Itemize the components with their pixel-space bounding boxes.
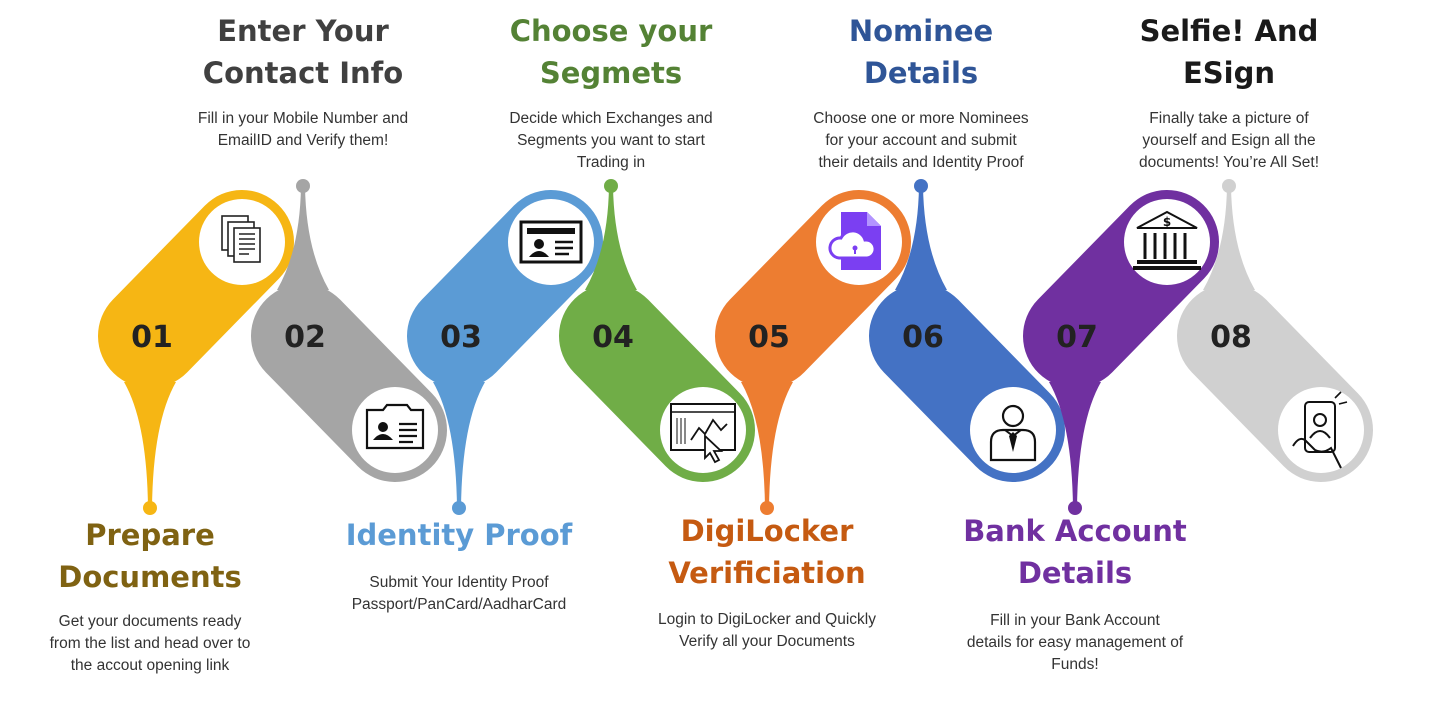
step-tail-dot — [760, 501, 774, 515]
step-tail-dot — [1222, 179, 1236, 193]
step-description-line: Passport/PanCard/AadharCard — [351, 596, 567, 613]
step-description-line: Fill in your Mobile Number and — [197, 110, 409, 127]
step-description-line: Segments you want to start — [517, 132, 705, 149]
step-03: 03 — [407, 190, 603, 515]
step-title-line: Nominee — [848, 14, 994, 48]
step-description-line: Get your documents ready — [58, 613, 242, 630]
step-title-line: Details — [863, 56, 979, 90]
step-tail — [433, 382, 485, 508]
step-tail-dot — [1068, 501, 1082, 515]
step-description-line: Trading in — [576, 154, 646, 171]
step-description-line: from the list and head over to — [49, 635, 251, 652]
step-description-line: Verify all your Documents — [679, 633, 855, 650]
step-tail-dot — [604, 179, 618, 193]
step-description: Get your documents ready from the list an… — [20, 611, 280, 677]
step-02: 02 — [251, 179, 447, 482]
step-07: 07 — [1023, 190, 1219, 515]
step-description-line: Login to DigiLocker and Quickly — [658, 611, 876, 628]
step-title-line: Identity Proof — [345, 518, 573, 552]
step-description-line: Funds! — [1051, 656, 1099, 673]
step-title-line: Enter Your — [217, 14, 389, 48]
step-tail-dot — [296, 179, 310, 193]
step-title-line: Selfie! And — [1139, 14, 1319, 48]
step-06: 06 — [869, 179, 1065, 482]
step-title-line: DigiLocker — [680, 514, 854, 548]
step-tail-dot — [143, 501, 157, 515]
documents-icon — [221, 215, 261, 263]
step-title-line: Contact Info — [202, 56, 404, 90]
step-description: Choose one or more Nominees for your acco… — [791, 108, 1051, 174]
step-tail — [277, 186, 329, 290]
step-tail — [124, 382, 176, 508]
step-description-line: Finally take a picture of — [1149, 110, 1309, 127]
step-description-line: Choose one or more Nominees — [813, 110, 1029, 127]
step-title-line: Verificiation — [668, 556, 866, 590]
step-tail — [585, 186, 637, 290]
step-title-line: Documents — [58, 560, 242, 594]
step-description-line: documents! You’re All Set! — [1138, 154, 1320, 171]
step-description: Finally take a picture of yourself and Es… — [1099, 108, 1359, 174]
step-tail-dot — [452, 501, 466, 515]
step-description-line: Decide which Exchanges and — [509, 110, 713, 127]
step-01: 01 — [98, 190, 294, 515]
step-title-line: Bank Account — [963, 514, 1187, 548]
step-description: Fill in your Bank Account details for eas… — [945, 610, 1205, 676]
step-number: 04 — [592, 320, 634, 355]
step-description-line: Fill in your Bank Account — [990, 612, 1160, 629]
step-tail — [1203, 186, 1255, 290]
step-tail — [1049, 382, 1101, 508]
step-number: 07 — [1056, 320, 1098, 355]
step-tail — [741, 382, 793, 508]
step-description-line: the accout opening link — [70, 657, 230, 674]
step-title: Identity Proof — [309, 514, 609, 556]
step-description-line: EmailID and Verify them! — [217, 132, 389, 149]
step-description-line: details for easy management of — [966, 634, 1184, 651]
step-05: 05 — [715, 190, 911, 515]
step-number: 02 — [284, 320, 326, 355]
step-description-line: for your account and submit — [825, 132, 1017, 149]
step-description-line: Submit Your Identity Proof — [369, 574, 549, 591]
step-tail — [895, 186, 947, 290]
step-description-line: their details and Identity Proof — [818, 154, 1024, 171]
step-number: 06 — [902, 320, 944, 355]
step-04: 04 — [559, 179, 755, 482]
step-number: 08 — [1210, 320, 1252, 355]
identity-card-icon — [519, 220, 583, 264]
step-title-line: ESign — [1182, 56, 1276, 90]
step-title-line: Choose your — [509, 14, 713, 48]
step-description-line: yourself and Esign all the — [1142, 132, 1316, 149]
step-number: 03 — [440, 320, 482, 355]
step-number: 05 — [748, 320, 790, 355]
step-number: 01 — [131, 320, 173, 355]
id-card-icon — [365, 403, 425, 450]
step-title-line: Prepare — [85, 518, 215, 552]
step-08: 08 — [1177, 179, 1373, 482]
step-tail-dot — [914, 179, 928, 193]
step-title-line: Details — [1017, 556, 1133, 590]
step-title-line: Segmets — [539, 56, 683, 90]
